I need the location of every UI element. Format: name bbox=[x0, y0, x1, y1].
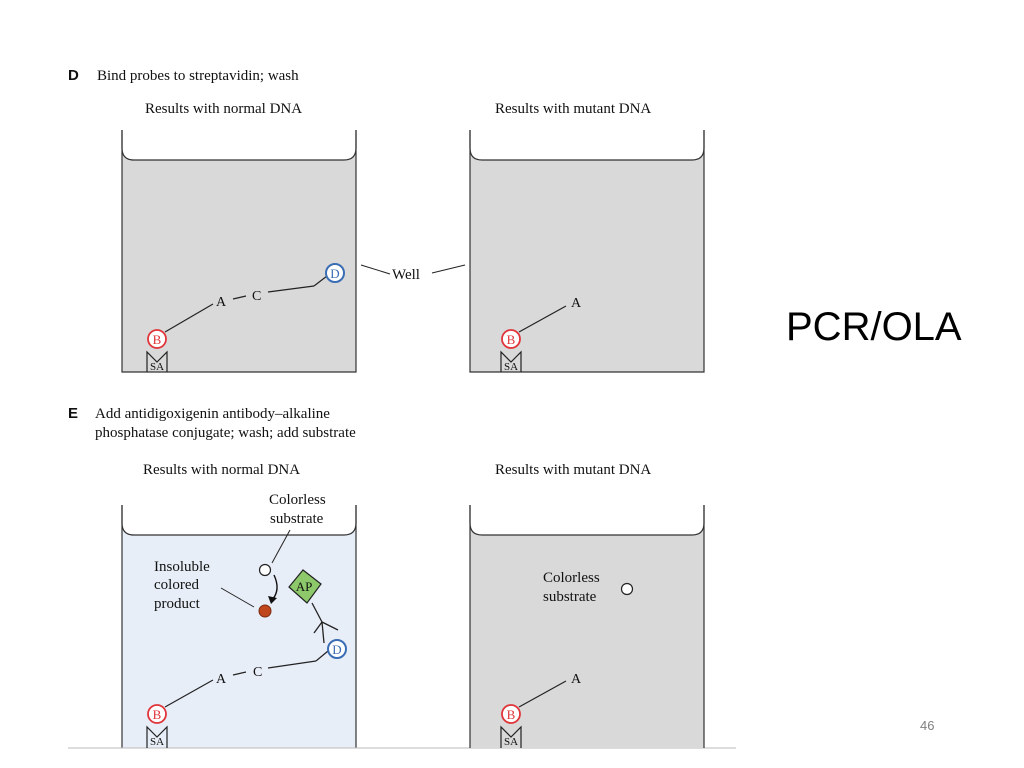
colored-product-molecule bbox=[258, 604, 272, 618]
biotin-label: B bbox=[153, 332, 162, 347]
insoluble-product-callout: Insoluble colored product bbox=[154, 559, 255, 612]
product-label-line2: colored bbox=[154, 577, 199, 593]
biotin-label: B bbox=[153, 707, 162, 722]
colorless-substrate-callout: Colorless substrate bbox=[269, 492, 326, 564]
streptavidin-anchor: SA bbox=[500, 725, 522, 748]
substrate-label-line1: Colorless bbox=[269, 492, 326, 508]
base-a-label: A bbox=[571, 672, 582, 687]
slide-page-number: 46 bbox=[920, 718, 935, 733]
streptavidin-anchor: SA bbox=[146, 350, 168, 373]
ap-enzyme: AP bbox=[288, 569, 322, 604]
panel-e-normal-probe: A C bbox=[164, 650, 329, 708]
biotin-tag: B bbox=[501, 329, 521, 349]
substrate-label-line2: substrate bbox=[270, 511, 324, 527]
panel-d-normal-header: Results with normal DNA bbox=[145, 101, 302, 117]
substrate-molecule bbox=[258, 563, 272, 577]
biotin-tag: B bbox=[501, 704, 521, 724]
panel-d-normal-probe: A C bbox=[164, 275, 328, 333]
biotin-tag: B bbox=[147, 704, 167, 724]
sa-label: SA bbox=[150, 361, 164, 373]
base-a-label: A bbox=[571, 296, 582, 311]
ap-label: AP bbox=[296, 579, 313, 594]
substrate-molecule bbox=[620, 582, 634, 596]
mutant-substrate-callout: Colorless substrate bbox=[543, 570, 600, 605]
streptavidin-anchor: SA bbox=[500, 350, 522, 373]
streptavidin-anchor: SA bbox=[146, 725, 168, 748]
dig-label: D bbox=[332, 642, 341, 657]
digoxigenin-tag: D bbox=[327, 639, 347, 659]
panel-e-mutant-well bbox=[469, 505, 705, 748]
biotin-label: B bbox=[507, 332, 516, 347]
sa-label: SA bbox=[504, 736, 518, 748]
product-label-line3: product bbox=[154, 596, 201, 612]
panel-e-caption-line2: phosphatase conjugate; wash; add substra… bbox=[95, 425, 356, 441]
panel-d-mutant-header: Results with mutant DNA bbox=[495, 101, 651, 117]
conversion-arrow bbox=[268, 574, 278, 604]
panel-e-mutant-header: Results with mutant DNA bbox=[495, 462, 651, 478]
product-label-line1: Insoluble bbox=[154, 559, 210, 575]
panel-d-mutant-probe: A bbox=[518, 296, 582, 333]
panel-e-normal-header: Results with normal DNA bbox=[143, 462, 300, 478]
panel-d-caption: Bind probes to streptavidin; wash bbox=[97, 68, 299, 84]
well-label: Well bbox=[392, 267, 420, 283]
well-callout: Well bbox=[360, 264, 466, 283]
panel-e-letter: E bbox=[68, 405, 78, 422]
antibody bbox=[311, 602, 339, 644]
substrate-label-line1: Colorless bbox=[543, 570, 600, 586]
sa-label: SA bbox=[504, 361, 518, 373]
panel-d-mutant-well bbox=[469, 130, 705, 373]
panel-d-normal-well bbox=[121, 130, 357, 373]
digoxigenin-tag: D bbox=[325, 263, 345, 283]
dig-label: D bbox=[330, 266, 339, 281]
biotin-tag: B bbox=[147, 329, 167, 349]
panel-e-caption-line1: Add antidigoxigenin antibody–alkaline bbox=[95, 406, 330, 422]
sa-label: SA bbox=[150, 736, 164, 748]
biotin-label: B bbox=[507, 707, 516, 722]
base-c-label: C bbox=[252, 289, 261, 304]
panel-e-mutant-probe: A bbox=[518, 672, 582, 708]
base-a-label: A bbox=[216, 295, 227, 310]
substrate-label-line2: substrate bbox=[543, 589, 597, 605]
base-c-label: C bbox=[253, 665, 262, 680]
slide-title: PCR/OLA bbox=[786, 305, 962, 349]
base-a-label: A bbox=[216, 672, 227, 687]
panel-d-letter: D bbox=[68, 67, 79, 84]
panel-e-normal-well bbox=[121, 505, 357, 748]
